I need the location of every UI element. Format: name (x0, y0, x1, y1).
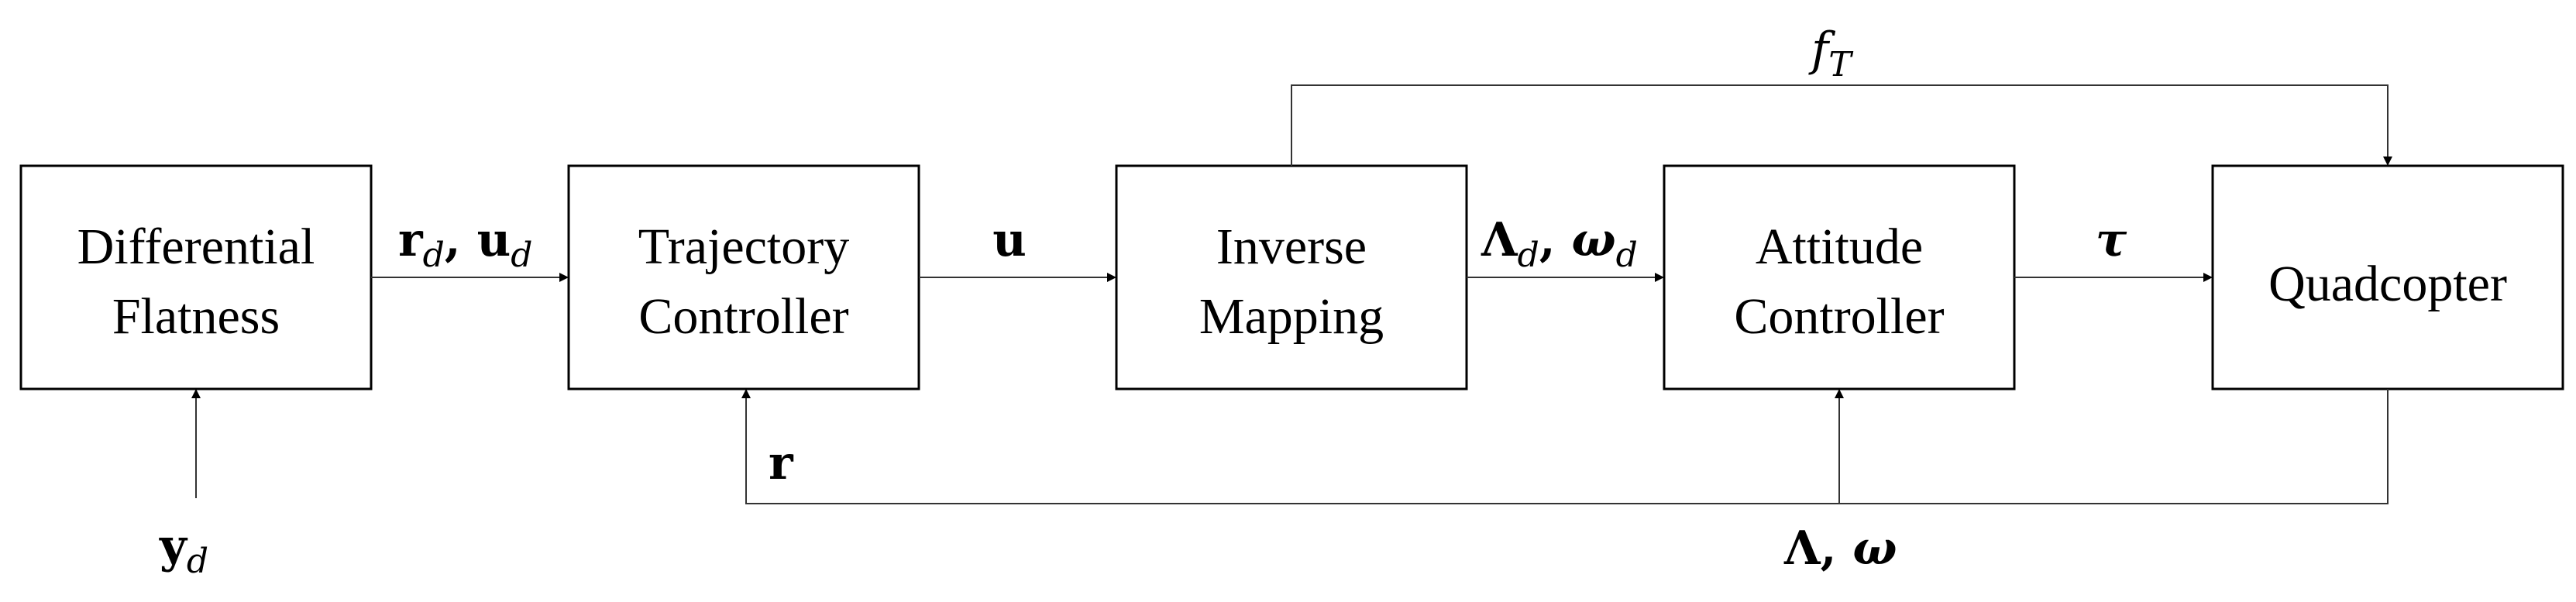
inverse-mapping-box (1115, 164, 1468, 390)
feedback-line (741, 389, 2389, 504)
inverse-mapping-label-line1: Inverse (1216, 218, 1367, 275)
differential-flatness-block: Differential Flatness (19, 164, 373, 390)
trajectory-controller-label-line2: Controller (638, 288, 848, 345)
signal-label-lambda-omega-d: Λd, ωd (1481, 213, 1638, 275)
differential-flatness-box (19, 164, 373, 390)
quadcopter-label: Quadcopter (2268, 256, 2507, 312)
attitude-controller-box (1663, 164, 2016, 390)
signal-label-f-t: fT (1808, 22, 1854, 84)
attitude-controller-block: Attitude Controller (1663, 164, 2016, 390)
trajectory-controller-label-line1: Trajectory (638, 218, 850, 275)
differential-flatness-label-line2: Flatness (112, 288, 280, 345)
signal-label-u: u (992, 213, 1027, 267)
trajectory-controller-box (567, 164, 920, 390)
signal-label-tau: τ (2096, 213, 2127, 267)
signal-label-lambda-omega: Λ, ω (1783, 521, 1897, 576)
inverse-mapping-block: Inverse Mapping (1115, 164, 1468, 390)
inverse-mapping-label-line2: Mapping (1199, 288, 1384, 345)
arrow-thrust-to-quadcopter (1291, 84, 2392, 166)
attitude-controller-label-line1: Attitude (1756, 218, 1923, 275)
attitude-controller-label-line2: Controller (1734, 288, 1944, 345)
quadcopter-box (2211, 164, 2564, 390)
trajectory-controller-block: Trajectory Controller (567, 164, 920, 390)
differential-flatness-label-line1: Differential (77, 218, 315, 275)
quadcopter-block: Quadcopter (2211, 164, 2564, 390)
signal-label-yd: yd (159, 519, 208, 581)
signal-label-rd-ud: rd, ud (398, 213, 532, 275)
signal-label-r: r (769, 436, 794, 490)
